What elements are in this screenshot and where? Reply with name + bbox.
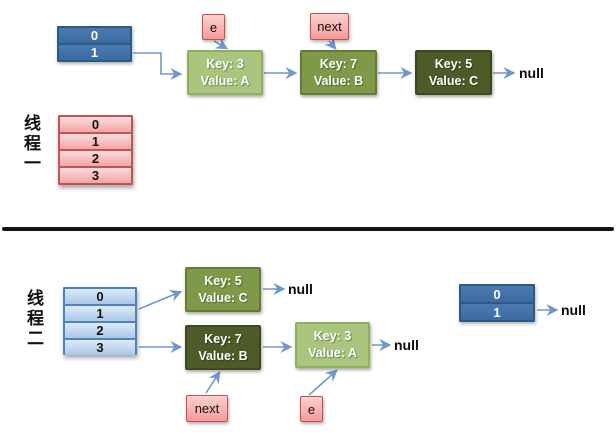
node-value: Value: B <box>198 348 248 363</box>
table-row: 2 <box>60 149 131 166</box>
table-row: 0 <box>60 117 131 132</box>
node-key7-bottom: Key: 7 Value: B <box>185 325 261 370</box>
node-key: Key: 3 <box>206 56 244 71</box>
pointer-e-bottom: e <box>300 396 323 422</box>
node-key: Key: 7 <box>204 331 242 346</box>
null-label-after-k3: null <box>394 337 419 353</box>
node-value: Value: C <box>428 73 479 88</box>
node-key5-bottom: Key: 5 Value: C <box>185 267 261 312</box>
arrow-next-to-k7-top <box>324 36 337 50</box>
bucket-cell: 1 <box>461 302 533 320</box>
arrow-table-to-k5-bottom <box>138 290 183 310</box>
hash-table-thread2: 0 1 2 3 <box>63 287 137 355</box>
hash-table-thread1: 0 1 2 3 <box>58 115 133 185</box>
node-key3-top: Key: 3 Value: A <box>187 50 263 95</box>
arrow-next-to-k7-bottom <box>205 370 221 394</box>
bucket-array-top: 0 1 <box>57 26 132 62</box>
pointer-e-top: e <box>202 14 225 40</box>
pointer-next-top: next <box>310 13 349 40</box>
arrow-e-to-k3-bottom <box>308 369 338 396</box>
node-key3-bottom: Key: 3 Value: A <box>295 322 370 368</box>
arrow-topbucket-to-k3 <box>133 52 183 80</box>
node-key7-top: Key: 7 Value: B <box>300 50 377 95</box>
bucket-cell: 1 <box>59 43 130 60</box>
null-label-after-bucket: null <box>561 302 586 318</box>
node-key: Key: 5 <box>434 56 473 71</box>
node-value: Value: C <box>198 290 248 305</box>
table-row: 2 <box>65 321 135 338</box>
table-row: 0 <box>65 289 135 304</box>
node-value: Value: A <box>200 73 250 88</box>
table-row: 1 <box>60 132 131 149</box>
node-value: Value: B <box>313 73 364 88</box>
table-row: 3 <box>60 166 131 183</box>
thread2-label: 线程二 <box>24 289 43 349</box>
bucket-cell: 0 <box>59 28 130 43</box>
node-key5-top: Key: 5 Value: C <box>415 50 492 95</box>
bucket-cell: 0 <box>461 286 533 302</box>
bucket-array-bottom: 0 1 <box>459 284 535 322</box>
node-key: Key: 5 <box>204 273 242 288</box>
null-label-top: null <box>519 65 544 81</box>
pointer-next-bottom: next <box>186 395 228 422</box>
node-key: Key: 3 <box>313 329 352 343</box>
null-label-after-k5: null <box>288 281 313 297</box>
node-value: Value: A <box>308 346 357 360</box>
thread1-label: 线程一 <box>21 114 40 174</box>
section-divider <box>2 227 614 231</box>
table-row: 3 <box>65 338 135 355</box>
table-row: 1 <box>65 304 135 321</box>
arrow-e-to-k3-top <box>213 37 229 50</box>
node-key: Key: 7 <box>319 56 358 71</box>
